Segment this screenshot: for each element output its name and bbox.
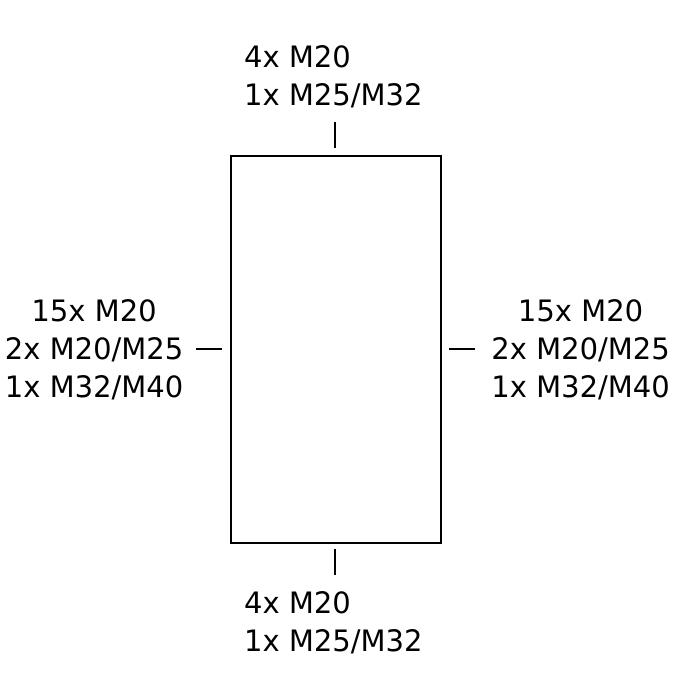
right-side-marker [449, 348, 475, 350]
left-side-marker [196, 348, 222, 350]
top-side-entries: 4x M20 1x M25/M32 [244, 38, 422, 114]
top-entry-line: 4x M20 [244, 40, 351, 74]
left-entry-line: 2x M20/M25 [4, 332, 184, 366]
bottom-side-marker [334, 549, 336, 575]
right-entry-line: 15x M20 [517, 294, 644, 328]
left-side-entries: 15x M20 2x M20/M25 1x M32/M40 [0, 292, 188, 406]
left-entry-line: 15x M20 [31, 294, 157, 328]
bottom-entry-line: 1x M25/M32 [244, 624, 423, 658]
top-entry-line: 1x M25/M32 [244, 78, 423, 112]
enclosure-outline [230, 155, 442, 544]
right-side-entries: 15x M20 2x M20/M25 1x M32/M40 [486, 292, 675, 406]
right-entry-line: 2x M20/M25 [491, 332, 670, 366]
left-entry-line: 1x M32/M40 [4, 370, 184, 404]
top-side-marker [334, 122, 336, 148]
right-entry-line: 1x M32/M40 [491, 370, 670, 404]
bottom-side-entries: 4x M20 1x M25/M32 [244, 584, 422, 660]
bottom-entry-line: 4x M20 [244, 586, 351, 620]
